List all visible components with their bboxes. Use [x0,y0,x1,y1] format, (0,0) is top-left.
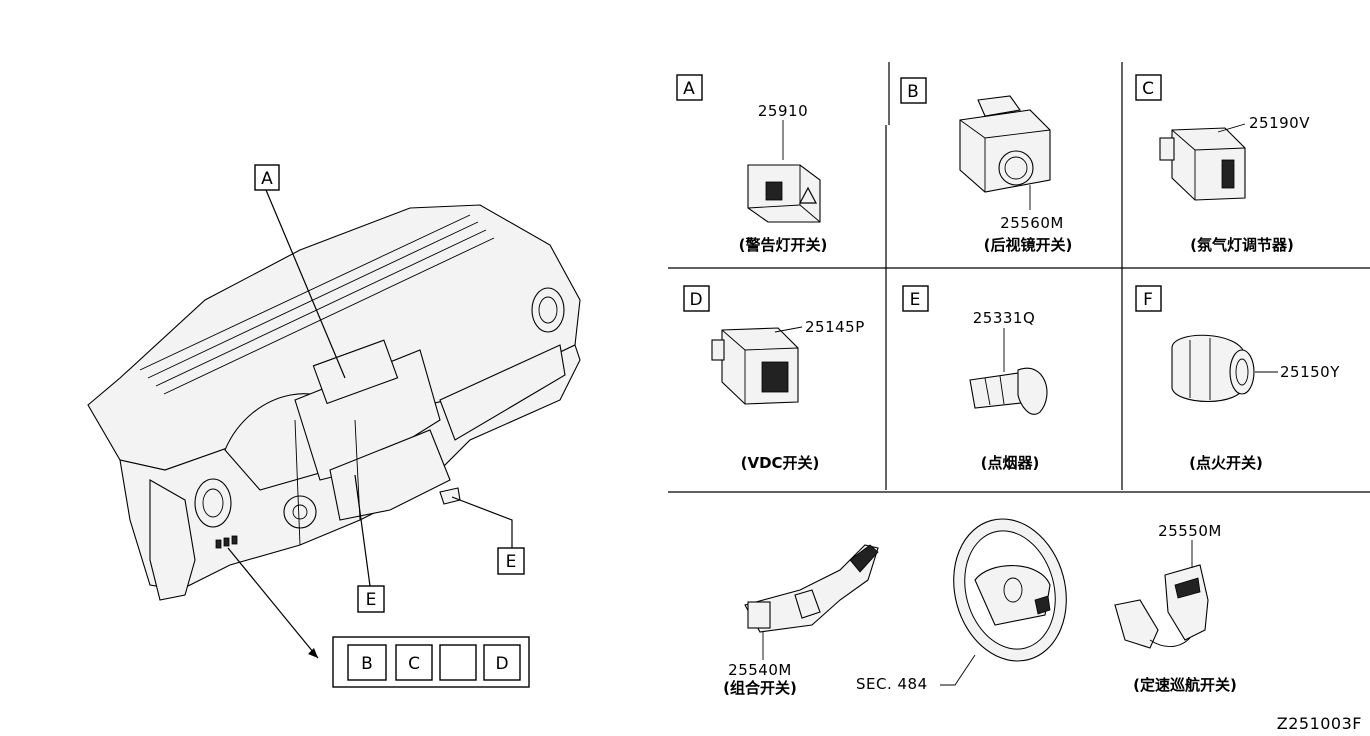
parts-grid-lines [668,62,1370,493]
svg-text:E: E [366,590,377,610]
sec-reference: SEC. 484 [856,675,928,693]
caption-d: (VDC开关) [741,454,820,472]
part-number-combination: 25540M [728,661,792,679]
svg-text:E: E [506,552,517,572]
part-number-a: 25910 [758,102,808,120]
headlamp-leveler-drawing [1159,127,1246,201]
caption-f: (点火开关) [1189,454,1263,472]
caption-e: (点烟器) [981,454,1040,472]
svg-text:B: B [361,654,373,674]
dashboard-illustration [87,204,581,601]
cruise-control-switch: 25550M (定速巡航开关) [1114,522,1237,694]
steering-wheel: SEC. 484 [856,518,1067,693]
cell-e: E 25331Q (点烟器) [902,285,1048,472]
svg-text:C: C [408,654,420,674]
combination-switch: 25540M (组合开关) [723,544,879,697]
caption-cruise: (定速巡航开关) [1133,676,1237,694]
overview-callout-a: A [254,164,280,191]
part-number-b: 25560M [1000,214,1064,232]
overview-callout-e-right: E [497,547,525,575]
cell-f: F 25150Y (点火开关) [1135,285,1340,472]
svg-text:D: D [689,290,702,310]
part-number-e: 25331Q [973,309,1036,327]
svg-text:D: D [495,654,508,674]
part-number-c: 25190V [1249,114,1310,132]
cell-b: B 25560M (后视镜开关) [900,77,1073,254]
part-number-cruise: 25550M [1158,522,1222,540]
svg-text:A: A [261,169,273,189]
mirror-switch-drawing [959,95,1051,193]
cell-d: D 25145P (VDC开关) [683,285,865,472]
caption-combination: (组合开关) [723,679,797,697]
ignition-switch-drawing [1171,334,1255,402]
part-number-d: 25145P [805,318,865,336]
svg-text:C: C [1142,79,1154,99]
overview-callout-e-left: E [357,585,385,613]
caption-b: (后视镜开关) [984,236,1073,254]
caption-c: (氛气灯调节器) [1190,236,1294,254]
svg-text:E: E [910,290,921,310]
svg-text:A: A [683,79,695,99]
hazard-switch-drawing [747,164,821,223]
drawing-code: Z251003F [1277,714,1362,733]
caption-a: (警告灯开关) [739,236,828,254]
switch-strip: B C D [332,636,530,688]
part-number-f: 25150Y [1280,363,1340,381]
vdc-switch-drawing [711,327,799,405]
svg-text:B: B [907,82,919,102]
svg-text:F: F [1143,290,1153,310]
cell-c: C 25190V (氛气灯调节器) [1135,74,1310,254]
cell-a: A 25910 (警告灯开关) [676,74,828,254]
cigarette-lighter-drawing [969,367,1048,415]
